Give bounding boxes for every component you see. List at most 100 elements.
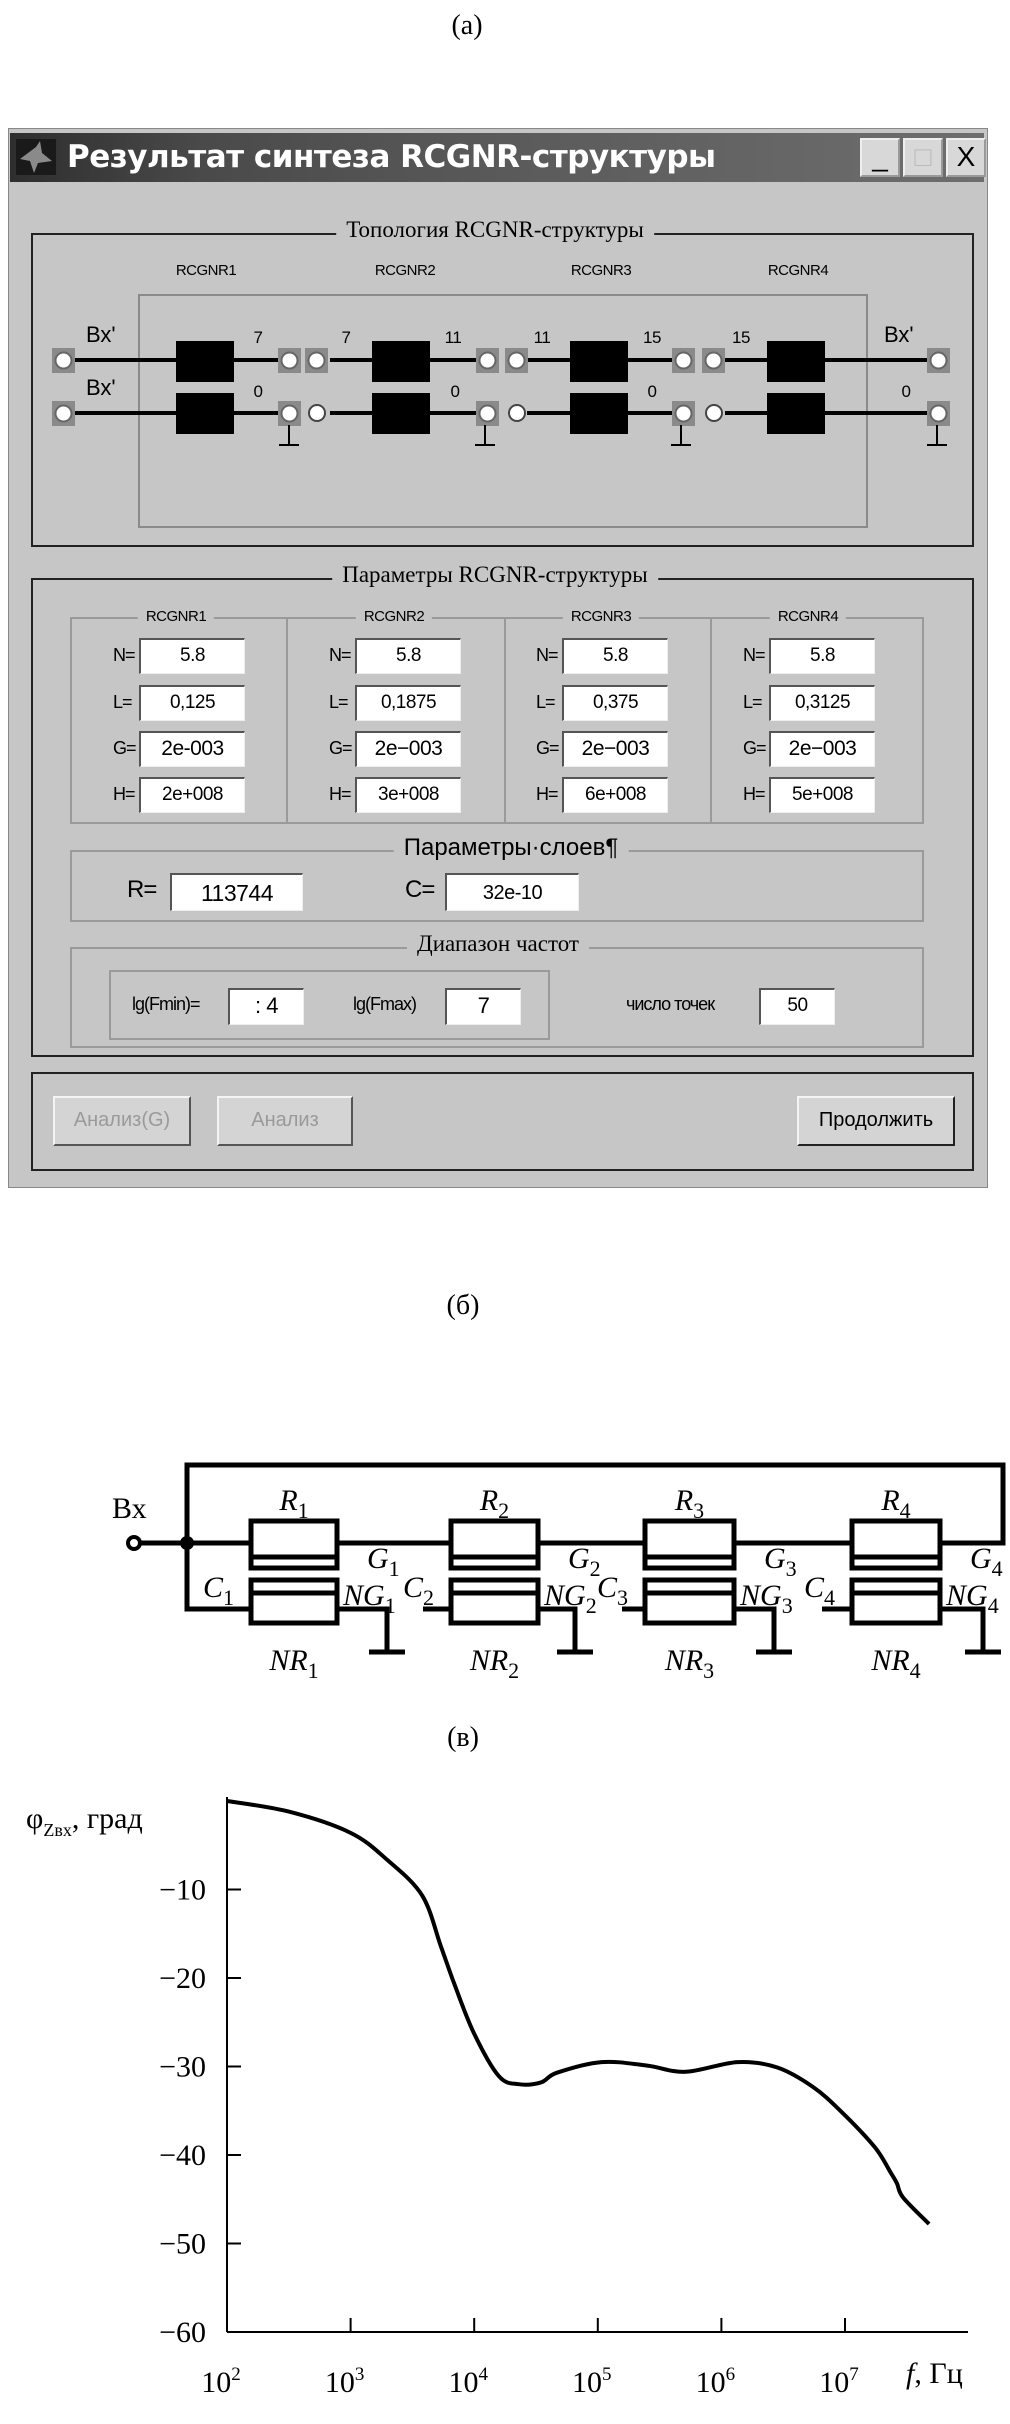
param-input-h[interactable]: 6e+008 bbox=[562, 777, 668, 813]
connector-port[interactable] bbox=[476, 348, 499, 373]
element-params-frame bbox=[70, 617, 924, 824]
r-layer-4 bbox=[849, 1518, 943, 1571]
ng-label: NG2 bbox=[543, 1579, 597, 1618]
free-port[interactable] bbox=[705, 404, 723, 422]
ground-symbols bbox=[279, 425, 947, 446]
param-label-h: H= bbox=[536, 784, 558, 804]
fmin-input[interactable]: : 4 bbox=[228, 988, 304, 1025]
element-params-title: RCGNR3 bbox=[562, 608, 640, 625]
fmin-label: lg(Fmin)= bbox=[132, 994, 201, 1014]
input-label-top: Вх' bbox=[86, 322, 116, 347]
r-label: R2 bbox=[479, 1484, 509, 1523]
ng-label: NG4 bbox=[945, 1579, 999, 1618]
param-input-l[interactable]: 0,3125 bbox=[769, 685, 875, 721]
connector-port[interactable] bbox=[505, 348, 528, 373]
figure-label-b: (б) bbox=[446, 1290, 480, 1321]
connector-port[interactable] bbox=[476, 401, 499, 426]
nr-layer-4 bbox=[849, 1577, 943, 1626]
g-label: G3 bbox=[764, 1542, 797, 1581]
r-layer-2 bbox=[448, 1518, 541, 1571]
connector-port[interactable] bbox=[702, 348, 725, 373]
ng-label: NG1 bbox=[342, 1579, 396, 1618]
connector-port[interactable] bbox=[52, 401, 75, 426]
input-label-bottom: Вх' bbox=[86, 375, 116, 400]
param-input-h[interactable]: 3e+008 bbox=[355, 777, 461, 813]
param-input-g[interactable]: 2e−003 bbox=[562, 731, 668, 767]
x-tick-label: 107 bbox=[819, 2364, 859, 2399]
node-number: 0 bbox=[253, 382, 263, 401]
connector-port[interactable] bbox=[927, 348, 950, 373]
y-axis-label: φZвх, град bbox=[26, 1802, 143, 1840]
r-input[interactable]: 113744 bbox=[170, 873, 303, 911]
free-port[interactable] bbox=[508, 404, 526, 422]
param-input-h[interactable]: 2e+008 bbox=[139, 777, 245, 813]
connector-port[interactable] bbox=[927, 401, 950, 426]
node-number: 0 bbox=[647, 382, 657, 401]
rcgnr-element-3 bbox=[642, 1518, 852, 1655]
analysis-button[interactable]: Анализ bbox=[217, 1096, 353, 1146]
ground-wire bbox=[337, 1606, 390, 1652]
topology-element-label: RCGNR3 bbox=[570, 262, 632, 279]
points-input[interactable]: 50 bbox=[759, 988, 835, 1025]
nr-label: NR4 bbox=[870, 1644, 920, 1683]
param-input-g[interactable]: 2e−003 bbox=[355, 731, 461, 767]
analysis-g-button[interactable]: Анализ(G) bbox=[53, 1096, 191, 1146]
param-input-l[interactable]: 0,375 bbox=[562, 685, 668, 721]
free-port[interactable] bbox=[308, 404, 326, 422]
connector-port[interactable] bbox=[278, 348, 301, 373]
connector-port[interactable] bbox=[672, 348, 695, 373]
param-input-g[interactable]: 2e−003 bbox=[769, 731, 875, 767]
close-button[interactable]: X bbox=[946, 138, 986, 177]
c-input[interactable]: 32e-10 bbox=[445, 873, 579, 911]
nr-label: NR2 bbox=[469, 1644, 519, 1683]
param-label-n: N= bbox=[536, 645, 558, 665]
rcgnr3-top-block bbox=[570, 341, 628, 382]
param-input-h[interactable]: 5e+008 bbox=[769, 777, 875, 813]
connector-port[interactable] bbox=[672, 401, 695, 426]
param-label-n: N= bbox=[113, 645, 135, 665]
g-label: G4 bbox=[970, 1542, 1003, 1581]
c-label: C= bbox=[405, 876, 435, 903]
equivalent-circuit: R1NR1G1NG1C1R2NR2G2NG2C2R3NR3G3NG3C3R4NR… bbox=[112, 1462, 1006, 1683]
r-label: R4 bbox=[880, 1484, 910, 1523]
rcgnr2-top-block bbox=[372, 341, 430, 382]
param-input-l[interactable]: 0,1875 bbox=[355, 685, 461, 721]
continue-button[interactable]: Продолжить bbox=[797, 1096, 955, 1146]
points-label: число точек bbox=[626, 994, 715, 1014]
title-bar[interactable]: Результат синтеза RCGNR-структуры _ □ X bbox=[10, 133, 986, 182]
connector-port[interactable] bbox=[305, 348, 328, 373]
fmax-label: lg(Fmax) bbox=[353, 994, 417, 1014]
maximize-button[interactable]: □ bbox=[903, 138, 943, 177]
node-number: 7 bbox=[253, 328, 263, 347]
feedback-loop-wire bbox=[184, 1462, 1006, 1546]
connector-port[interactable] bbox=[278, 401, 301, 426]
figure-label-a: (а) bbox=[451, 10, 483, 41]
x-tick-label: 103 bbox=[325, 2364, 365, 2399]
node-number: 11 bbox=[533, 328, 551, 347]
connector-port[interactable] bbox=[52, 348, 75, 373]
output-label: Вх' bbox=[884, 322, 914, 347]
param-label-l: L= bbox=[113, 692, 133, 712]
circuit-input-label: Вх bbox=[112, 1492, 147, 1525]
c-label: C3 bbox=[597, 1571, 628, 1610]
frequency-range-legend: Диапазон частот bbox=[407, 931, 589, 957]
param-input-l[interactable]: 0,125 bbox=[139, 685, 245, 721]
param-label-g: G= bbox=[113, 738, 136, 758]
junction-dot bbox=[180, 1536, 194, 1550]
param-input-n[interactable]: 5.8 bbox=[562, 638, 668, 674]
rcgnr4-top-block bbox=[767, 341, 825, 382]
fmax-input[interactable]: 7 bbox=[445, 988, 521, 1025]
topology-element-label: RCGNR1 bbox=[175, 262, 237, 279]
param-input-n[interactable]: 5.8 bbox=[769, 638, 875, 674]
param-input-g[interactable]: 2e-003 bbox=[139, 731, 245, 767]
node-number: 15 bbox=[643, 328, 661, 347]
minimize-button[interactable]: _ bbox=[860, 138, 900, 177]
param-input-n[interactable]: 5.8 bbox=[139, 638, 245, 674]
node-number: 11 bbox=[444, 328, 462, 347]
c-label: C2 bbox=[403, 1571, 434, 1610]
divider bbox=[286, 617, 288, 824]
node-number: 0 bbox=[901, 382, 911, 401]
y-tick-label: −20 bbox=[159, 1962, 206, 1995]
param-input-n[interactable]: 5.8 bbox=[355, 638, 461, 674]
nr-label: NR3 bbox=[664, 1644, 714, 1683]
